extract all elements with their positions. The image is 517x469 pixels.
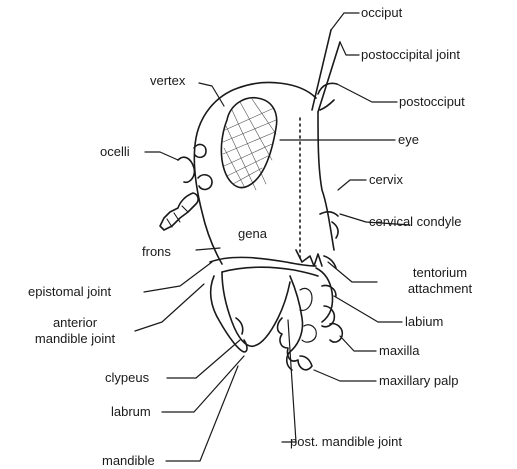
postocciput-outline [318, 83, 337, 110]
antenna [160, 193, 198, 230]
leader-cervix [338, 180, 366, 190]
eye-facets [223, 99, 276, 190]
label-postoccipital-joint: postoccipital joint [361, 48, 460, 62]
antenna-segments [167, 206, 188, 227]
leader-occiput [331, 13, 359, 30]
clypeus-upper [222, 267, 318, 276]
maxilla-segments [300, 288, 316, 342]
ocelli-cluster [178, 157, 194, 182]
label-vertex: vertex [150, 74, 185, 88]
cervix-outline [318, 112, 334, 250]
leader-ocelli [145, 152, 178, 160]
leader-maxilla [340, 336, 376, 351]
label-epistomal-joint: epistomal joint [28, 285, 111, 299]
label-gena: gena [238, 227, 267, 241]
leader-anterior-mandible-joint [135, 284, 204, 331]
leader-labrum [162, 356, 244, 412]
label-tentorium-line1: tentorium [380, 266, 500, 280]
label-labium: labium [405, 315, 443, 329]
label-ocelli: ocelli [100, 145, 130, 159]
compound-eye [221, 98, 276, 188]
label-labrum: labrum [111, 405, 151, 419]
leader-mandible [166, 366, 238, 461]
ocellus-lower [198, 175, 212, 190]
leader-epistomal-joint [144, 262, 212, 292]
label-tentorium-line2: attachment [380, 282, 500, 296]
leader-labium [334, 296, 402, 322]
occipital-ridge [312, 30, 331, 110]
leader-maxillary-palp [314, 370, 376, 381]
label-cervix: cervix [369, 173, 403, 187]
leader-postocciput [337, 84, 397, 102]
leader-postoccipital-joint [340, 42, 359, 55]
leader-vertex [199, 83, 224, 106]
label-mandible: mandible [102, 454, 155, 468]
maxillary-palp [278, 318, 313, 370]
label-anterior-line2: mandible joint [16, 332, 134, 346]
label-occiput: occiput [361, 6, 402, 20]
leader-frons [196, 248, 220, 250]
label-frons: frons [142, 245, 171, 259]
label-post-mandible-joint: post. mandible joint [290, 435, 402, 449]
labrum-outline [222, 272, 290, 346]
label-clypeus: clypeus [105, 371, 149, 385]
label-cervical-condyle: cervical condyle [369, 215, 462, 229]
labium-palp [330, 324, 342, 342]
label-postocciput: postocciput [399, 95, 465, 109]
postoccipital-ridge [318, 42, 340, 112]
label-maxillary-palp: maxillary palp [379, 374, 458, 388]
label-maxilla: maxilla [379, 344, 419, 358]
label-anterior-line1: anterior [16, 316, 134, 330]
labium-outline [316, 268, 336, 327]
label-eye: eye [398, 133, 419, 147]
label-tentorium-attachment: tentorium attachment [380, 266, 500, 296]
ocellus-upper [194, 144, 206, 157]
leader-post-mandible-joint [282, 320, 296, 442]
label-anterior-mandible-joint: anterior mandible joint [16, 316, 134, 346]
